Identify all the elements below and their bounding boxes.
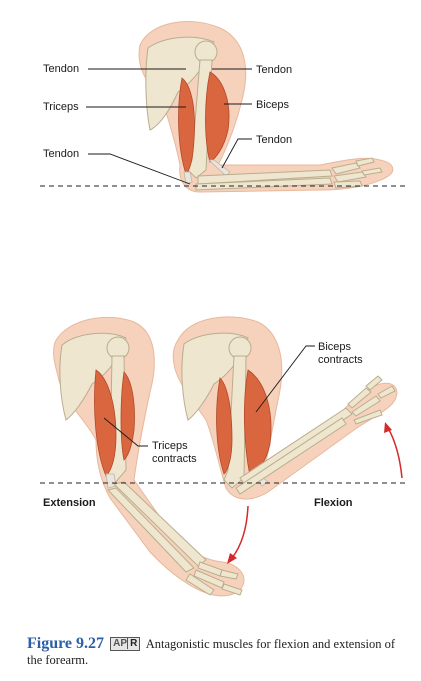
extension-hand-bones: [185, 561, 243, 596]
flexion-label: Flexion: [314, 497, 353, 509]
top-triceps-muscle: [178, 77, 195, 175]
triceps-contracts-label-line-1: Triceps: [152, 440, 188, 452]
figure-number: Figure 9.27: [27, 635, 105, 652]
extension-motion-arrow: [231, 505, 249, 559]
top-label-tendon-left-2: Tendon: [43, 148, 79, 160]
top-label-tendon-left-1: Tendon: [43, 63, 79, 75]
top-label-tendon-right-1: Tendon: [256, 64, 292, 76]
flexion-triceps-muscle: [216, 377, 233, 475]
extension-arm-illustration: [53, 316, 245, 597]
top-ulna-bone: [195, 177, 333, 191]
flexion-hand-bones: [347, 375, 396, 425]
extension-arrow-head: [227, 553, 237, 564]
extension-tendon: [105, 473, 117, 489]
apr-badge-ap: AP: [113, 638, 128, 649]
triceps-contracts-label-line-2: contracts: [152, 453, 197, 465]
apr-badge-r: R: [127, 638, 138, 649]
bottom-labels: Triceps contracts Biceps contracts Exten…: [43, 341, 363, 509]
biceps-contracts-label-line-1: Biceps: [318, 341, 352, 353]
top-label-triceps: Triceps: [43, 101, 79, 113]
extension-triceps-muscle: [94, 369, 117, 477]
motion-arrows: [227, 422, 403, 564]
top-biceps-tendon: [207, 159, 231, 177]
extension-label: Extension: [43, 497, 96, 509]
top-radius-bone: [197, 169, 333, 185]
top-biceps-muscle: [205, 71, 230, 163]
extension-biceps-muscle: [120, 371, 135, 461]
caption-text: Antagonistic muscles for flexion and ext…: [27, 637, 395, 667]
flexion-ulna-bone: [235, 417, 347, 495]
top-label-biceps: Biceps: [256, 99, 290, 111]
flexion-arrow-head: [384, 422, 392, 433]
top-arm-illustration: [138, 21, 394, 193]
flexion-motion-arrow: [387, 427, 403, 479]
flexion-arm-illustration: [172, 316, 398, 500]
biceps-contracts-label-line-2: contracts: [318, 354, 363, 366]
top-label-tendon-right-2: Tendon: [256, 134, 292, 146]
top-labels: Tendon Triceps Tendon Tendon Biceps Tend…: [43, 63, 292, 185]
extension-ulna-bone: [107, 487, 195, 573]
extension-radius-bone: [112, 481, 207, 567]
top-triceps-tendon: [183, 171, 193, 185]
